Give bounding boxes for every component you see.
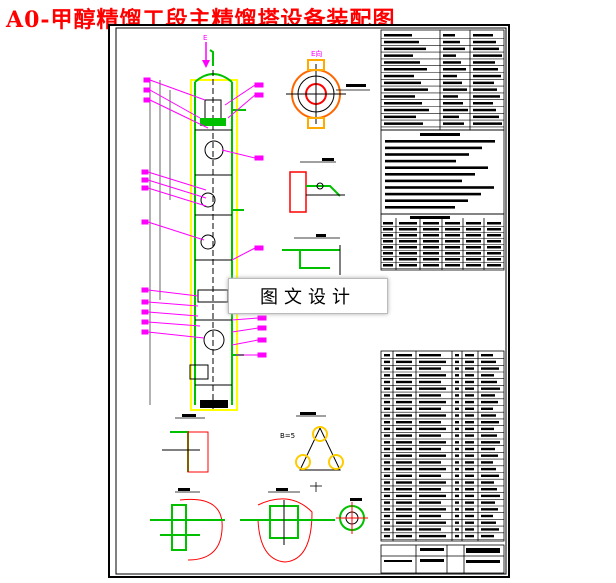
detail-view-3 (162, 414, 209, 473)
watermark-badge: 图文设计 (228, 278, 388, 314)
view-arrow-label: E (203, 34, 207, 42)
detail-view-5 (150, 488, 225, 561)
top-view-label: E向 (311, 49, 322, 58)
view-arrow-e: E (202, 34, 210, 68)
detail-view-1 (289, 158, 345, 213)
nozzle-table-rows (381, 216, 504, 269)
detail-view-2 (282, 234, 341, 275)
title-block (380, 544, 505, 574)
detail-view-4: B=5 (280, 412, 344, 471)
inner-frame (115, 27, 507, 575)
top-view-e: E向 (286, 49, 370, 129)
gap-label: B=5 (280, 432, 295, 440)
main-column-elevation (149, 49, 248, 411)
leader-lines (141, 77, 267, 358)
detail-view-6 (240, 488, 335, 563)
spec-table-top-rows (381, 34, 504, 128)
parts-list-rows (381, 354, 504, 540)
notes-lines (385, 133, 495, 209)
title-block-fill (384, 548, 500, 563)
detail-view-7 (310, 482, 368, 534)
